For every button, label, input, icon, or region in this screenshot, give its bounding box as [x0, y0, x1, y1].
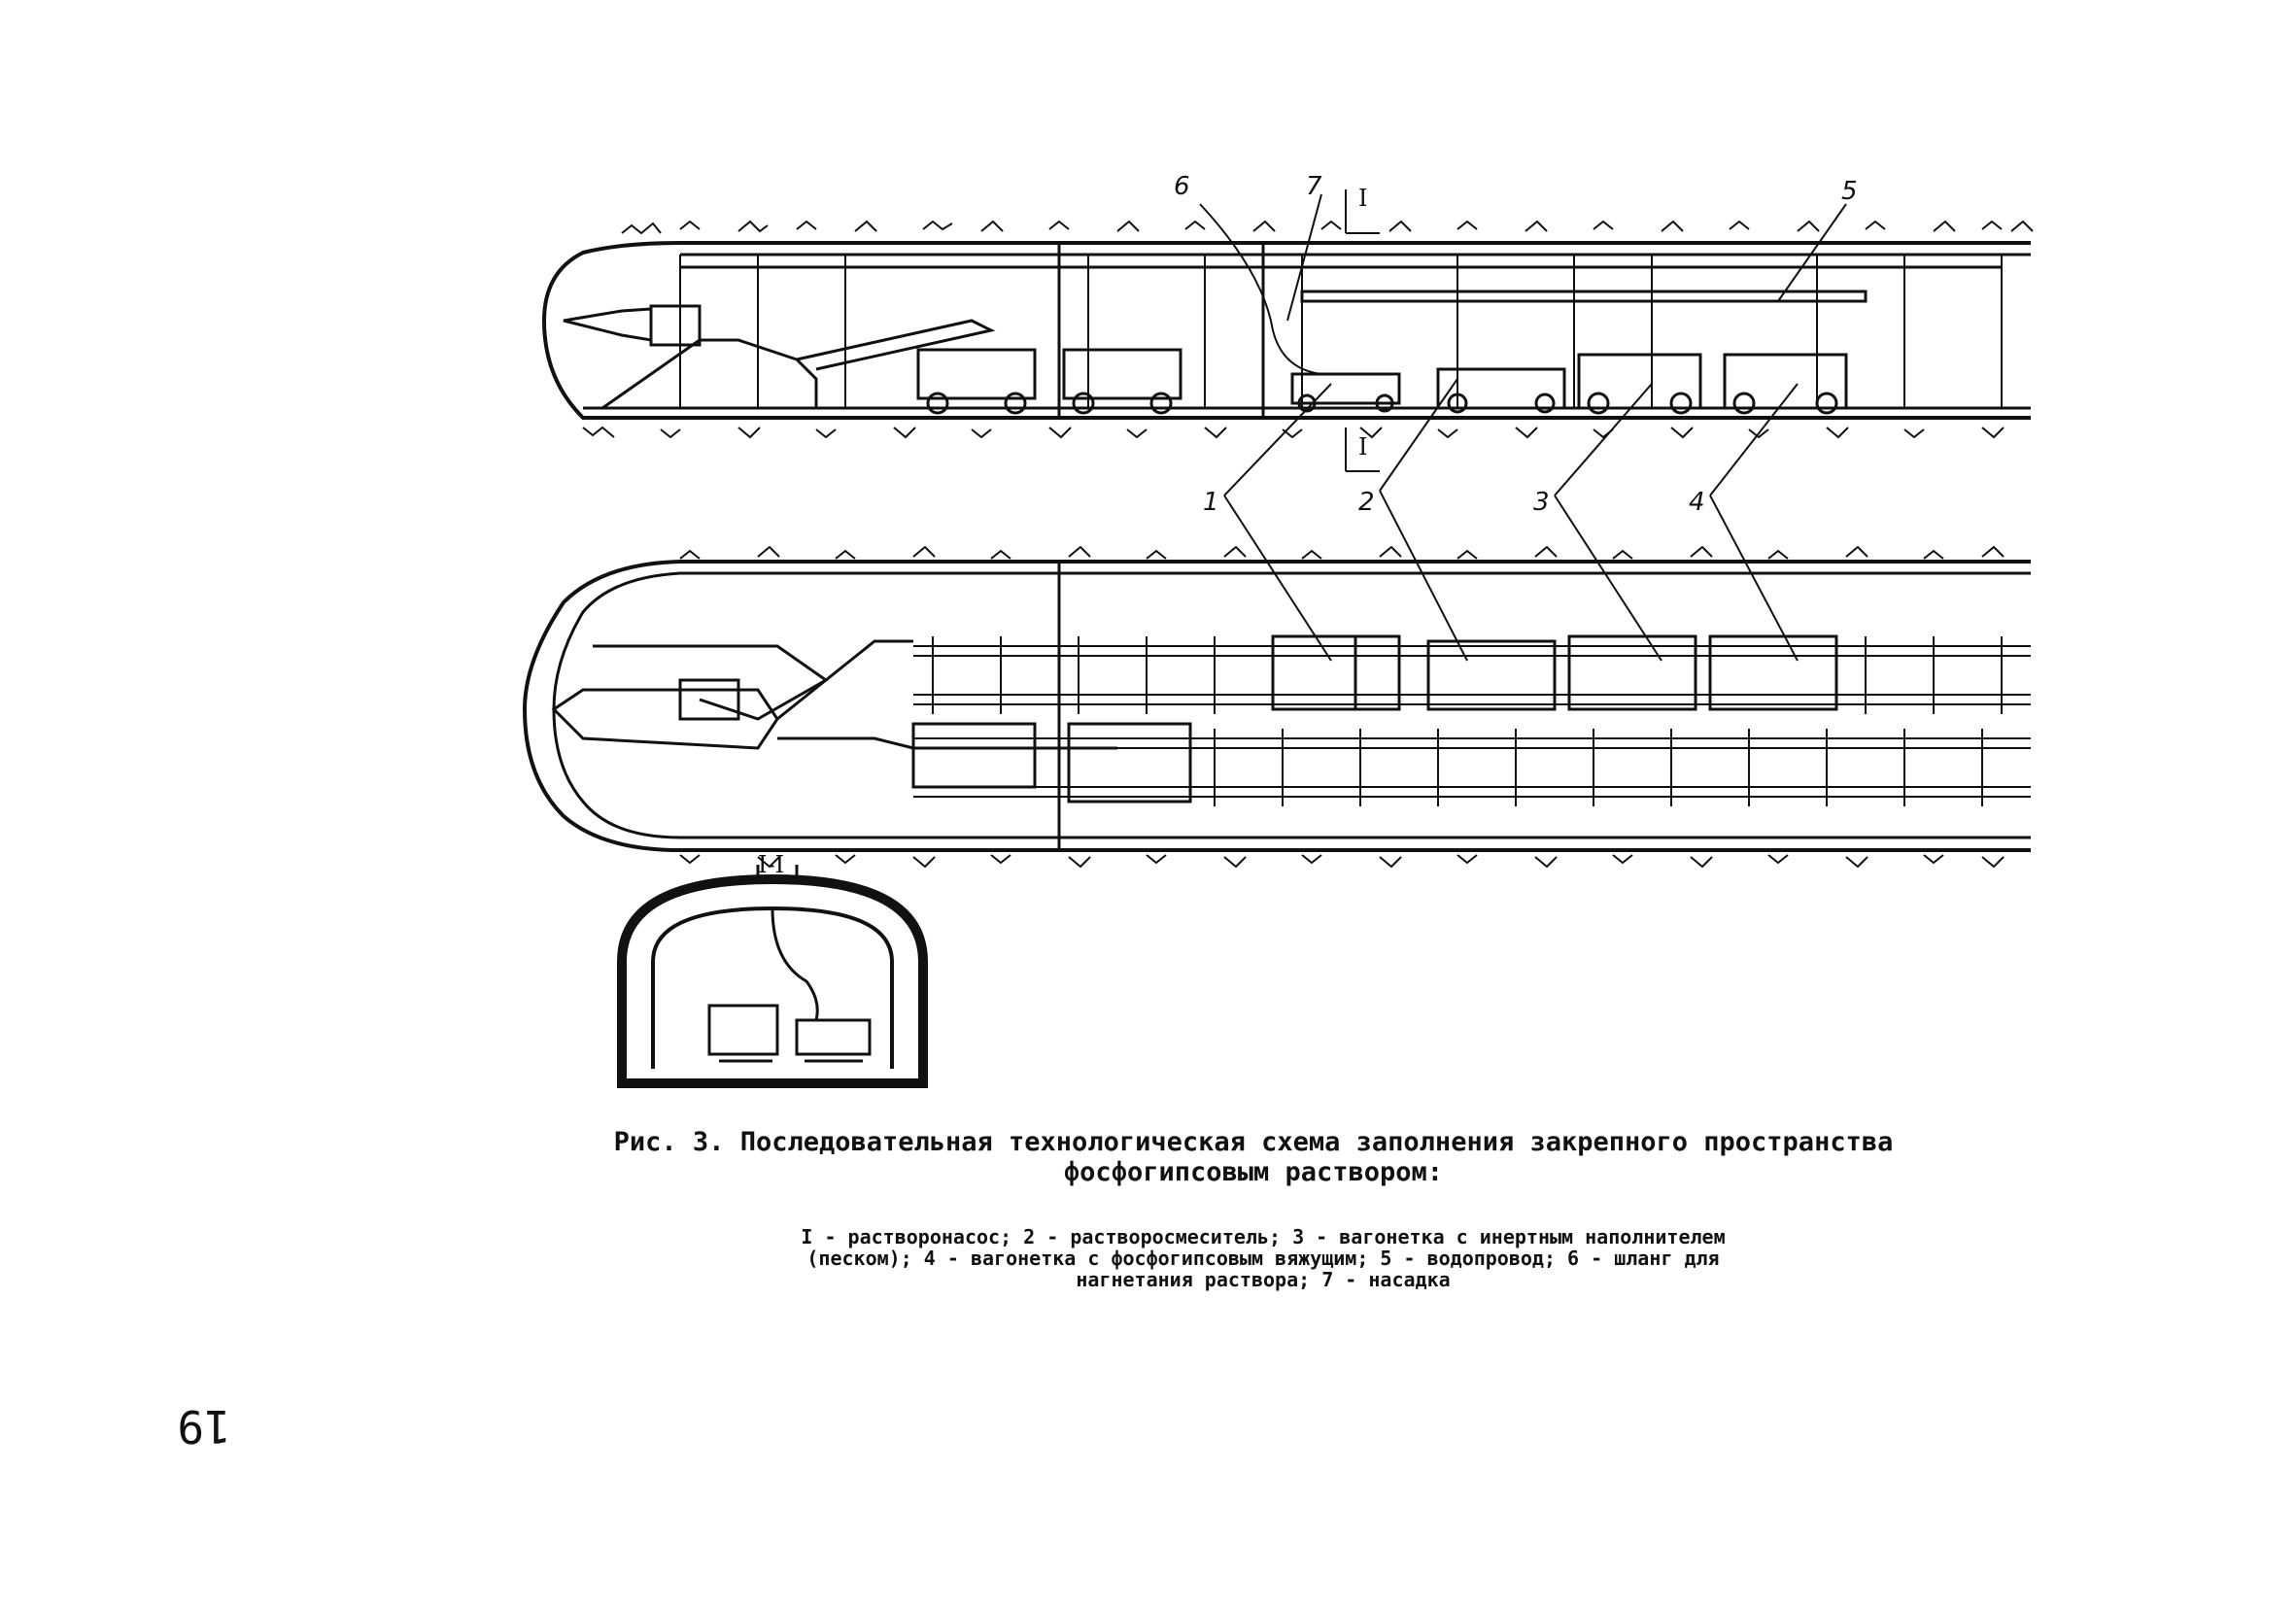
loader-ramp: [598, 338, 818, 410]
tunnel-boring-machine: [563, 304, 702, 347]
legend-line-1: I - растворонасос; 2 - растворосмеситель…: [801, 1225, 1726, 1248]
mixer-plan-2: [1426, 639, 1557, 711]
longitudinal-section: [541, 189, 2034, 496]
section-title: I-I: [758, 851, 784, 878]
water-pipeline: [1300, 290, 1868, 303]
cross-section-car-right: [795, 1018, 872, 1056]
rock-texture-bottom: [582, 426, 2005, 439]
mine-cars-top: [916, 348, 1848, 415]
page-number: 19: [177, 1400, 231, 1453]
label-3: 3: [1533, 488, 1550, 517]
section-label-top: I: [1358, 185, 1367, 212]
rock-texture-top: [621, 220, 2034, 235]
label-7: 7: [1306, 172, 1322, 201]
arch-supports: [679, 255, 2003, 408]
leader-lines-top: [1223, 193, 1847, 496]
track-lower: [913, 729, 2031, 806]
legend-line-2: (песком); 4 - вагонетка с фосфогипсовым …: [806, 1247, 1720, 1270]
figure-caption: Рис. 3. Последовательная технологическая…: [544, 1127, 1963, 1187]
conveyor-plan: [776, 639, 1117, 750]
figure-legend: I - растворонасос; 2 - растворосмеситель…: [680, 1226, 1846, 1290]
label-6: 6: [1174, 172, 1190, 201]
legend-line-3: нагнетания раствора; 7 - насадка: [1076, 1268, 1451, 1291]
cross-section-car-left: [707, 1004, 779, 1056]
cross-section-outer-lining: [617, 873, 928, 1088]
tunnel-face-outline: [541, 241, 2031, 420]
plan-outline: [522, 560, 2031, 852]
caption-line-2: фосфогипсовым раствором:: [1063, 1157, 1444, 1187]
loader-plan: [911, 722, 1037, 789]
label-2: 2: [1358, 488, 1375, 517]
plan-view: [522, 490, 2031, 869]
label-4: 4: [1689, 488, 1705, 517]
leader-lines-plan: [1223, 490, 1799, 662]
wagon-plan-3: [1567, 634, 1697, 711]
rock-texture-plan-bottom: [679, 854, 2005, 869]
cross-section-inner-lining: [651, 906, 894, 1069]
wagon-plan-4: [1708, 634, 1838, 711]
track-upper: [913, 636, 2031, 714]
wagon-sand-3: [1577, 353, 1702, 410]
conveyor: [796, 319, 996, 371]
pump-plan-1: [1271, 634, 1401, 711]
rock-texture-plan-top: [679, 545, 2005, 560]
label-1: 1: [1203, 488, 1219, 517]
machine-plan: [551, 644, 829, 750]
mortar-mixer-2: [1436, 367, 1566, 410]
cross-section-hose: [771, 907, 819, 1021]
caption-line-1: Рис. 3. Последовательная технологическая…: [613, 1127, 1894, 1157]
car-plan: [1067, 722, 1192, 804]
injection-hose: [1199, 203, 1322, 375]
wagon-binder-4: [1723, 353, 1848, 410]
label-5: 5: [1841, 177, 1858, 206]
mortar-pump-1: [1290, 372, 1401, 405]
cross-section: [617, 865, 928, 1088]
section-label-bottom: I: [1358, 433, 1367, 461]
